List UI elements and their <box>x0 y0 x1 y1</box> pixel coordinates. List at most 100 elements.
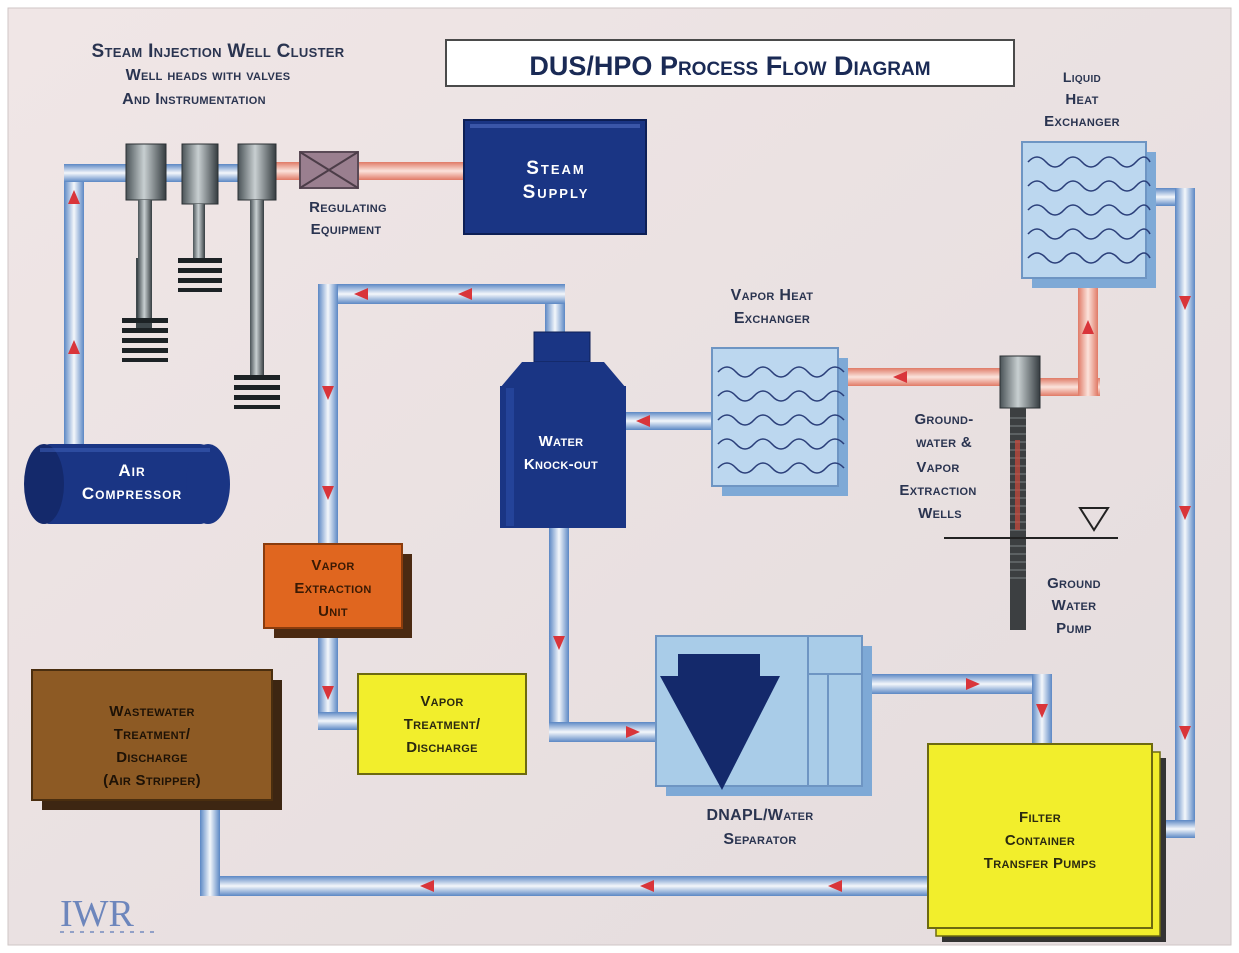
arrow-down-4 <box>1179 296 1191 310</box>
pipe-well-link-2 <box>216 164 241 182</box>
arrow-left-2 <box>354 288 368 300</box>
pipe-vapor-down <box>318 284 338 546</box>
well-cluster-label-1: Steam Injection Well Cluster <box>92 41 345 62</box>
arrow-down-1 <box>322 386 334 400</box>
separator-label-2: Separator <box>723 831 796 848</box>
water-knockout <box>500 331 626 528</box>
well-head-3 <box>237 143 277 201</box>
steam-supply <box>463 119 647 235</box>
dnapl-separator <box>655 635 872 796</box>
vapor-heat-exchanger <box>711 347 848 496</box>
wastewater-label-4: (Air Stripper) <box>103 772 201 789</box>
logo-text: IWR <box>60 893 135 935</box>
arrow-up-2 <box>68 340 80 354</box>
pipe-bottom-return <box>200 876 932 896</box>
pipe-compressor-riser <box>64 170 84 455</box>
water-table-symbol <box>1078 507 1110 532</box>
vapor-treatment-label-1: Vapor <box>420 693 463 710</box>
gw-wells-label-3: Vapor <box>916 459 959 476</box>
pipe-wastewater-in <box>200 806 220 896</box>
arrow-down-5 <box>1179 506 1191 520</box>
knockout-label-2: Knock-out <box>524 456 598 473</box>
arrow-down-3 <box>322 686 334 700</box>
well-cluster-label-3: And Instrumentation <box>122 91 266 108</box>
vapor-extraction-unit <box>263 543 412 638</box>
steam-supply-label-2: Supply <box>523 182 590 203</box>
vapor-hx-coils <box>717 366 845 474</box>
flow-arrows <box>68 190 1191 892</box>
arrow-down-7 <box>553 636 565 650</box>
regulating-label-1: Regulating <box>309 199 387 216</box>
pipe-to-separator <box>549 722 659 742</box>
gw-pump-label-1: Ground <box>1047 575 1101 592</box>
well-1-screen <box>122 318 168 362</box>
arrow-left-6 <box>640 880 654 892</box>
pipe-vapor-top <box>318 284 565 304</box>
filter-label-3: Transfer Pumps <box>984 855 1096 872</box>
pipes <box>64 162 1195 896</box>
pipe-steam-supply <box>358 162 464 180</box>
arrow-right-1 <box>626 726 640 738</box>
arrow-down-8 <box>1036 704 1048 718</box>
regulating-valve <box>299 151 359 189</box>
vapor-treatment <box>357 673 527 775</box>
pipe-wells-to-liquidhx-v <box>1078 278 1098 396</box>
gw-wells-label-1: Ground- <box>914 411 973 428</box>
extraction-well-flow <box>1015 440 1020 530</box>
gw-wells-label-4: Extraction <box>899 482 976 499</box>
air-compressor-label-2: Compressor <box>82 484 182 503</box>
well-2-pipe <box>193 204 205 259</box>
arrow-right-2 <box>966 678 980 690</box>
pipe-to-vapor-treatment <box>318 712 363 730</box>
vapor-hx-label-2: Exchanger <box>734 310 810 327</box>
filter-label-1: Filter <box>1019 809 1061 826</box>
liquid-hx-label-3: Exchanger <box>1044 113 1120 130</box>
filter-label-2: Container <box>1005 832 1075 849</box>
veu-label-3: Unit <box>318 603 348 620</box>
pipe-separator-out <box>860 674 1050 694</box>
gw-wells-label-5: Wells <box>918 505 962 522</box>
liquid-hx-label-2: Heat <box>1065 91 1098 108</box>
arrow-down-2 <box>322 486 334 500</box>
arrow-up-1 <box>68 190 80 204</box>
well-1-pipe <box>138 200 152 320</box>
wastewater-label-3: Discharge <box>116 749 188 766</box>
extraction-well <box>944 355 1118 630</box>
wastewater-label-1: Wastewater <box>109 703 194 720</box>
wastewater-label-2: Treatment/ <box>114 726 191 743</box>
arrow-up-3 <box>1082 320 1094 334</box>
arrow-left-4 <box>893 371 907 383</box>
well-3-pipe <box>250 200 264 378</box>
well-head-2 <box>181 143 219 205</box>
arrow-left-7 <box>828 880 842 892</box>
well-cluster-label-2: Well heads with valves <box>126 67 291 84</box>
iwr-logo: IWR <box>60 893 160 935</box>
pipe-knockout-down <box>549 528 569 738</box>
gw-pump-label-3: Pump <box>1056 620 1092 637</box>
arrow-left-5 <box>420 880 434 892</box>
veu-label-2: Extraction <box>294 580 371 597</box>
air-compressor-label-1: Air <box>118 461 145 480</box>
vapor-treatment-label-3: Discharge <box>406 739 478 756</box>
filter-container <box>927 743 1166 942</box>
arrow-left-3 <box>636 415 650 427</box>
wastewater-treatment <box>31 669 282 810</box>
pipe-wells-to-vaporhx <box>838 368 1003 386</box>
gw-pump-label-2: Water <box>1052 597 1097 614</box>
vapor-hx-label-1: Vapor Heat <box>731 287 814 304</box>
pipe-steam-to-wells <box>276 162 302 180</box>
pipe-compressor-header <box>64 164 136 182</box>
extraction-well-head <box>999 355 1041 409</box>
well-head-1 <box>125 143 167 201</box>
veu-label-1: Vapor <box>311 557 354 574</box>
well-3-screen <box>234 375 280 409</box>
steam-supply-label-1: Steam <box>526 158 586 179</box>
liquid-hx-coils <box>1027 156 1151 264</box>
air-compressor <box>24 444 230 524</box>
knockout-label-1: Water <box>539 433 584 450</box>
diagram-title: DUS/HPO Process Flow Diagram <box>529 51 930 81</box>
pipe-vaporhx-to-knockout <box>622 412 714 430</box>
gw-wells-label-2: water & <box>916 434 972 451</box>
